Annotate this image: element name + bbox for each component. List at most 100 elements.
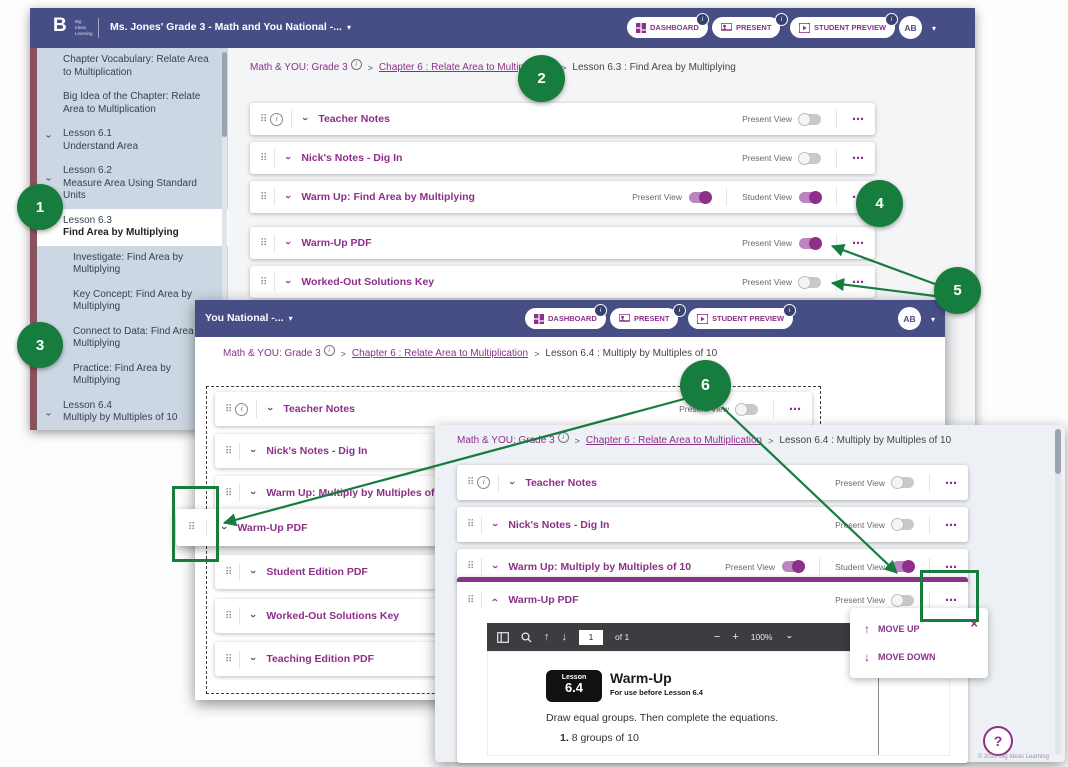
close-icon[interactable]: × [970, 616, 978, 631]
chevron-down-icon[interactable]: › [299, 117, 312, 121]
info-icon[interactable]: i [323, 345, 335, 356]
drag-handle-icon[interactable]: ⠿ [260, 152, 267, 164]
drag-handle-icon[interactable]: ⠿ [225, 610, 232, 622]
present-view-toggle[interactable] [891, 593, 914, 607]
more-menu-icon[interactable]: ⋯ [945, 475, 958, 490]
content-scrollbar[interactable] [1055, 429, 1061, 755]
avatar-chevron-icon[interactable]: ▾ [932, 24, 937, 33]
drag-handle-icon[interactable]: ⠿ [260, 191, 267, 203]
sidebar-item-investigate[interactable]: Investigate: Find Area by Multiplying [73, 251, 184, 276]
present-view-toggle[interactable] [689, 190, 713, 204]
info-icon[interactable]: i [350, 59, 362, 70]
chevron-down-icon[interactable]: › [218, 525, 231, 530]
pdf-zoom-dropdown-icon[interactable]: › [784, 635, 795, 639]
chevron-down-icon[interactable]: › [247, 657, 260, 661]
help-button[interactable]: ? [983, 726, 1013, 756]
drag-handle-icon[interactable]: ⠿ [467, 519, 474, 530]
pdf-zoom-level[interactable]: 100% [750, 632, 773, 642]
content-scrollbar-thumb[interactable] [1055, 429, 1061, 474]
chevron-down-icon[interactable]: › [247, 449, 260, 453]
info-icon[interactable]: i [477, 476, 491, 489]
avatar-chevron-icon[interactable]: ▾ [931, 315, 936, 324]
present-view-toggle[interactable] [891, 476, 914, 489]
drag-handle-icon[interactable]: ⠿ [225, 653, 232, 665]
student-preview-button[interactable]: STUDENT PREVIEW [688, 308, 794, 329]
drag-handle-icon[interactable]: ⠿ [225, 403, 232, 415]
student-preview-button[interactable]: STUDENT PREVIEW [790, 17, 896, 38]
more-menu-icon[interactable]: ⋯ [789, 402, 802, 416]
student-view-toggle[interactable] [892, 560, 915, 573]
dashboard-button[interactable]: DASHBOARD [627, 17, 708, 38]
drag-handle-icon[interactable]: ⠿ [467, 477, 474, 488]
present-view-toggle[interactable] [782, 560, 806, 573]
more-menu-icon[interactable]: ⋯ [852, 151, 865, 165]
chevron-down-icon[interactable]: › [264, 407, 277, 411]
dashboard-button[interactable]: DASHBOARD [525, 308, 606, 329]
sidebar-item-practice[interactable]: Practice: Find Area by Multiplying [73, 362, 171, 387]
present-info-icon[interactable]: i [673, 304, 686, 317]
chevron-down-icon[interactable]: › [282, 156, 295, 160]
chevron-down-icon[interactable]: › [282, 241, 295, 245]
menu-item-move-down[interactable]: ↓ MOVE DOWN [864, 650, 936, 664]
drag-handle-icon[interactable]: ⠿ [260, 113, 267, 125]
drag-handle-icon[interactable]: ⠿ [260, 276, 267, 288]
avatar[interactable]: AB [899, 16, 922, 39]
pdf-next-page-icon[interactable]: ↓ [561, 631, 568, 643]
chevron-down-icon[interactable]: › [282, 280, 295, 284]
drag-handle-icon[interactable]: ⠿ [225, 566, 232, 578]
drag-handle-icon[interactable]: ⠿ [260, 237, 267, 249]
present-button[interactable]: PRESENT [610, 308, 679, 329]
chevron-down-icon[interactable]: › [247, 614, 260, 618]
menu-item-move-up[interactable]: ↑ MOVE UP [864, 622, 920, 636]
avatar[interactable]: AB [898, 307, 921, 330]
student-preview-info-icon[interactable]: i [783, 304, 796, 317]
more-menu-icon[interactable]: ⋯ [945, 593, 958, 607]
present-view-toggle[interactable] [798, 151, 821, 165]
chevron-down-icon[interactable]: › [489, 564, 502, 569]
sidebar-item-connect-to-data[interactable]: Connect to Data: Find Area by Multiplyin… [73, 325, 207, 350]
sidebar-item-chapter-vocabulary[interactable]: Chapter Vocabulary: Relate Area to Multi… [63, 54, 209, 78]
student-view-toggle[interactable] [799, 190, 822, 204]
present-view-toggle[interactable] [891, 518, 914, 531]
chevron-up-icon[interactable]: › [489, 598, 502, 602]
more-menu-icon[interactable]: ⋯ [945, 517, 958, 532]
big-ideas-logo[interactable]: B [53, 15, 67, 36]
present-button[interactable]: PRESENT [712, 17, 781, 38]
sidebar-item-key-concept[interactable]: Key Concept: Find Area by Multiplying [73, 288, 192, 313]
breadcrumb-chapter-link[interactable]: Chapter 6 : Relate Area to Multiplicatio… [585, 435, 763, 446]
pdf-zoom-in-icon[interactable]: + [732, 631, 739, 643]
breadcrumb-chapter-link[interactable]: Chapter 6 : Relate Area to Multiplicatio… [351, 348, 529, 359]
dashboard-info-icon[interactable]: i [594, 304, 607, 317]
pdf-zoom-out-icon[interactable]: − [713, 631, 721, 643]
class-title[interactable]: Ms. Jones' Grade 3 - Math and You Nation… [110, 21, 351, 33]
more-menu-icon[interactable]: ⋯ [852, 275, 865, 289]
pdf-sidebar-toggle-icon[interactable] [497, 631, 509, 643]
chevron-down-icon[interactable]: › [247, 570, 260, 574]
student-preview-info-icon[interactable]: i [885, 13, 898, 26]
drag-handle-icon[interactable]: ⠿ [225, 445, 232, 457]
pdf-prev-page-icon[interactable]: ↑ [544, 631, 550, 643]
class-title[interactable]: You National -...▾ [205, 312, 293, 324]
present-view-toggle[interactable] [798, 112, 821, 126]
chevron-down-icon[interactable]: › [282, 195, 295, 199]
info-icon[interactable]: i [270, 112, 284, 126]
info-icon[interactable]: i [235, 402, 249, 416]
sidebar-item-big-idea[interactable]: Big Idea of the Chapter: Relate Area to … [63, 91, 201, 115]
pdf-page-input[interactable]: 1 [579, 629, 603, 645]
chevron-down-icon[interactable]: › [247, 491, 260, 495]
present-view-toggle[interactable] [735, 402, 758, 416]
chevron-down-icon[interactable]: › [489, 522, 502, 527]
dashboard-info-icon[interactable]: i [696, 13, 709, 26]
present-view-toggle[interactable] [799, 236, 822, 250]
chevron-down-icon[interactable]: › [506, 480, 519, 485]
more-menu-icon[interactable]: ⋯ [852, 236, 865, 250]
more-menu-icon[interactable]: ⋯ [852, 112, 865, 126]
drag-handle-icon[interactable]: ⠿ [225, 487, 232, 499]
drag-handle-icon[interactable]: ⠿ [467, 561, 474, 572]
sidebar-scrollbar-thumb[interactable] [222, 52, 227, 137]
sidebar-scrollbar[interactable] [222, 52, 227, 424]
